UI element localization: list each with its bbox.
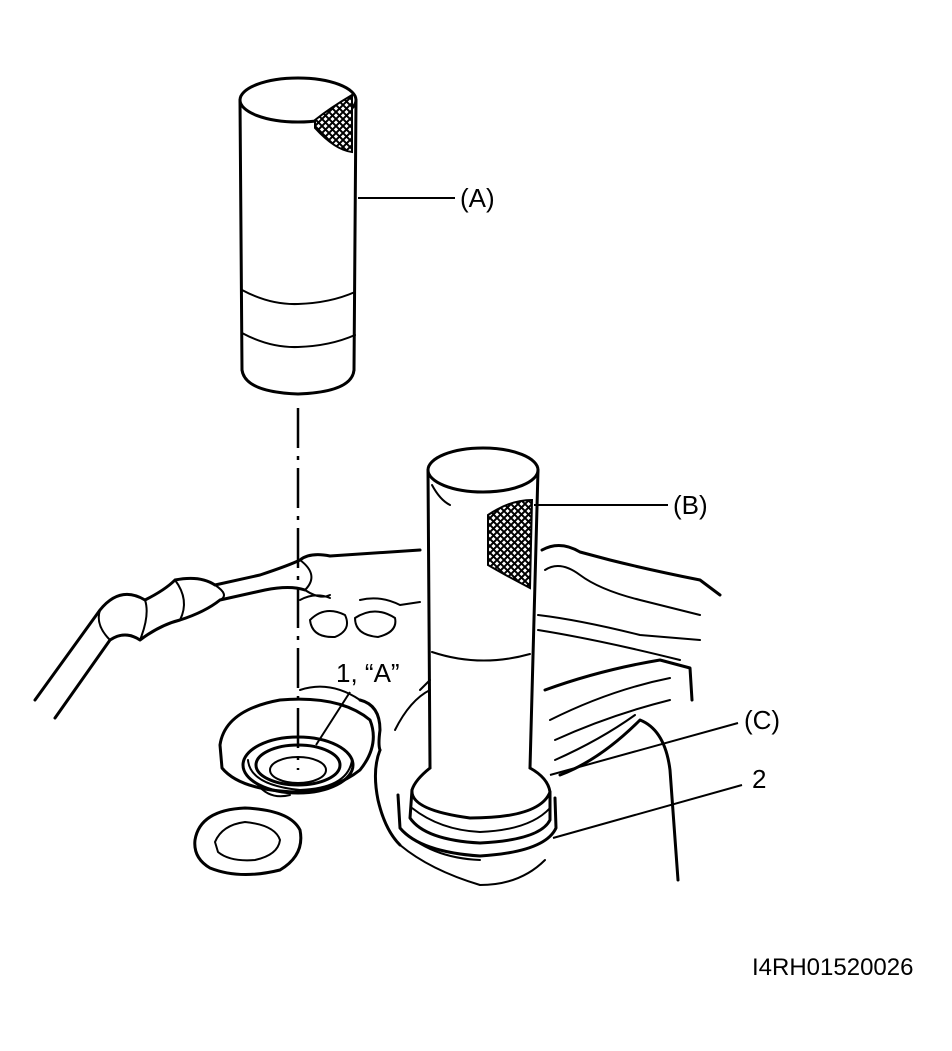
label-tool-a: (A): [460, 183, 495, 213]
figure-id: I4RH01520026: [752, 954, 913, 981]
part-c-and-2-seal-assembly: [396, 766, 558, 861]
leader-lines: [315, 197, 743, 839]
label-part-2: 2: [752, 764, 766, 794]
leader-2: [552, 784, 743, 839]
tool-a-knurled-grip: [314, 93, 353, 154]
label-part-c: (C): [744, 705, 780, 735]
leader-c: [549, 722, 739, 776]
tool-a-installer: [238, 76, 358, 396]
tool-b-knurled-grip: [487, 498, 534, 590]
label-part-1: 1, “A”: [336, 658, 400, 688]
leader-1: [315, 691, 351, 746]
transmission-case: [33, 544, 722, 886]
tool-b-driver: [426, 446, 540, 770]
label-tool-b: (B): [673, 490, 708, 520]
gasket-ring: [193, 806, 303, 877]
part-1-seal-bore: [218, 697, 375, 798]
